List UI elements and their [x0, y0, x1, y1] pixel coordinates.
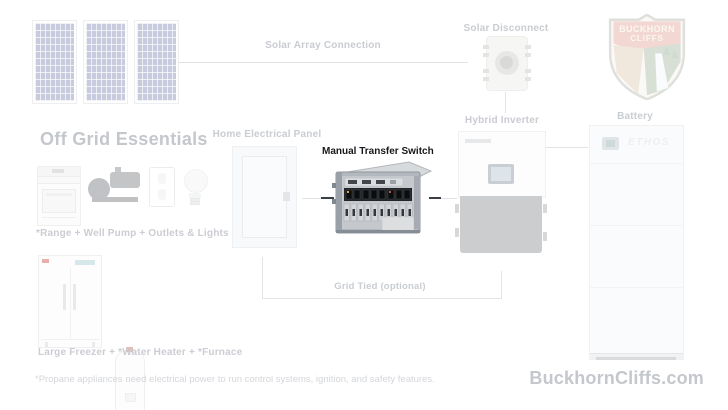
range-image — [37, 166, 81, 226]
disconnect-to-inverter-line — [505, 92, 506, 113]
buckhorn-cliffs-badge-icon: BUCKHORN CLIFFS — [608, 14, 686, 100]
switch-to-inverter-line — [441, 198, 457, 199]
battery-device[interactable]: ETHOS — [589, 125, 684, 360]
home-electrical-panel-label: Home Electrical Panel — [212, 129, 322, 140]
water-heater-image — [115, 347, 145, 410]
manual-transfer-switch-device[interactable] — [327, 159, 435, 239]
grid-tied-label: Grid Tied (optional) — [334, 281, 426, 292]
off-grid-essentials-heading: Off Grid Essentials — [40, 129, 208, 149]
solar-array-connection-line — [178, 62, 468, 63]
home-electrical-panel-device[interactable] — [232, 146, 297, 248]
switch-right-connector — [429, 197, 441, 199]
battery-label: Battery — [617, 111, 653, 122]
grid-tied-line-right — [501, 271, 502, 299]
hybrid-inverter-device[interactable] — [458, 131, 546, 198]
hybrid-inverter-label: Hybrid Inverter — [464, 115, 540, 126]
footnote: *Propane appliances need electrical powe… — [35, 374, 435, 385]
light-bulb-image — [184, 169, 208, 205]
solar-panel-icon — [33, 21, 76, 103]
solar-panel-icon — [135, 21, 178, 103]
manual-transfer-switch-label: Manual Transfer Switch — [322, 146, 434, 157]
svg-text:BUCKHORN: BUCKHORN — [619, 24, 675, 34]
inverter-wiring-box — [460, 196, 542, 253]
grid-tied-line-bottom — [262, 298, 502, 299]
large-freezer-image — [38, 255, 102, 348]
solar-array-image[interactable] — [33, 21, 178, 103]
inverter-to-battery-line — [546, 147, 588, 148]
disconnect-dial-icon — [495, 51, 519, 75]
essentials-row1-label: *Range + Well Pump + Outlets & Lights — [36, 228, 229, 239]
battery-brand: ETHOS — [628, 137, 670, 148]
solar-disconnect-device[interactable] — [483, 36, 531, 91]
solar-disconnect-label: Solar Disconnect — [463, 23, 549, 34]
panel-to-switch-line — [302, 198, 321, 199]
well-pump-image — [88, 167, 142, 202]
svg-text:CLIFFS: CLIFFS — [630, 34, 664, 43]
essentials-row2-label: Large Freezer + *Water Heater + *Furnace — [38, 347, 243, 358]
battery-shadow — [596, 357, 676, 360]
solar-array-connection-label: Solar Array Connection — [265, 40, 381, 51]
battery-display — [602, 137, 619, 150]
switch-left-connector — [321, 197, 334, 199]
solar-panel-icon — [84, 21, 127, 103]
grid-tied-line-left — [262, 257, 263, 299]
inverter-screen — [488, 164, 514, 184]
site-link[interactable]: BuckhornCliffs.com — [529, 368, 704, 388]
outlet-image — [149, 167, 175, 207]
